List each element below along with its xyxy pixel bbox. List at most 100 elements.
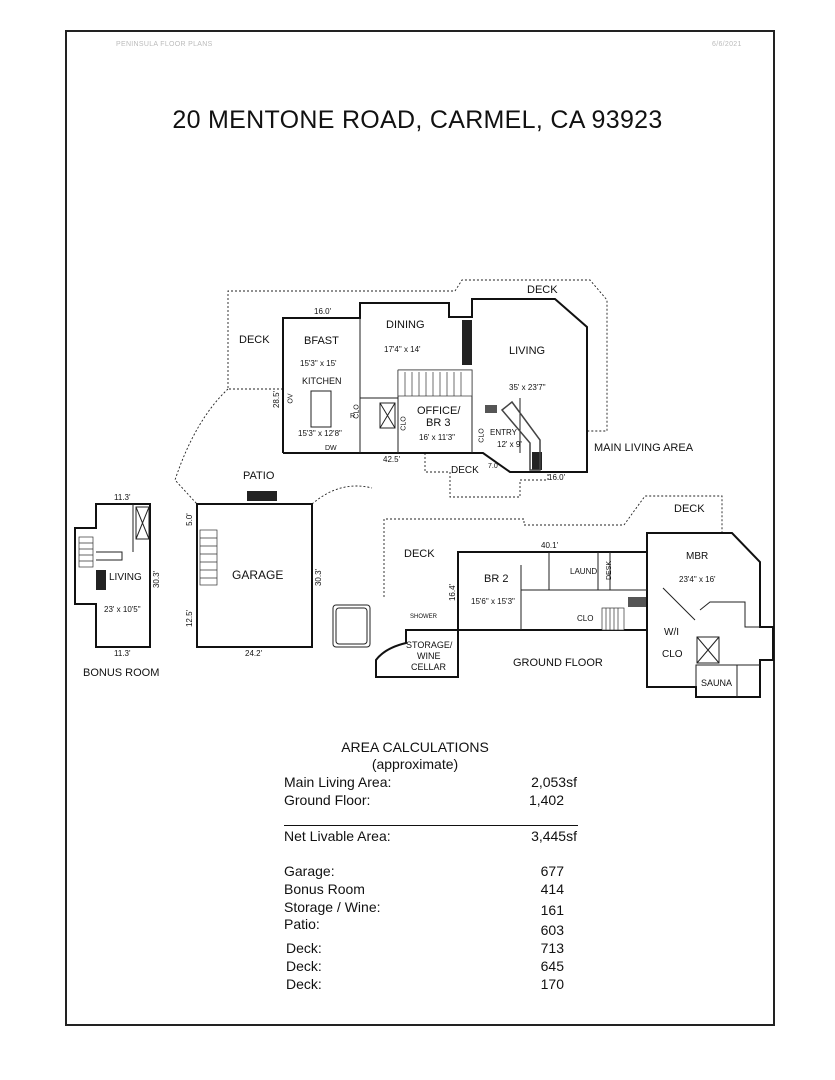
walls — [74, 298, 774, 698]
area-label: Garage: — [284, 863, 335, 879]
ground-deck-right-label: DECK — [674, 503, 705, 515]
ground-floor-label: GROUND FLOOR — [513, 657, 603, 669]
date: 6/6/2021 — [712, 41, 742, 48]
deck-outlines — [174, 279, 723, 597]
area-row: Patio:603 — [284, 916, 564, 938]
area-value: 1,402 — [528, 792, 564, 808]
walk-in-label: W/I — [664, 627, 679, 638]
closet-label: CLO — [478, 428, 486, 443]
total-rule — [284, 825, 578, 826]
counter — [500, 400, 541, 471]
bfast-label: BFAST — [304, 335, 339, 347]
kitchen-size: 15'3" x 12'8" — [298, 429, 342, 438]
entry-size: 12' x 9' — [497, 440, 522, 449]
closet-label: CLO — [577, 614, 594, 623]
area-label: Main Living Area: — [284, 774, 392, 790]
sauna-label: SAUNA — [701, 678, 733, 688]
kitchen-label: KITCHEN — [302, 376, 342, 386]
net-area-row: Net Livable Area: 3,445sf — [284, 828, 577, 844]
br2-label: BR 2 — [484, 573, 509, 585]
area-label: Deck: — [286, 976, 322, 992]
garage-dim-left-bottom: 12.5' — [185, 609, 195, 628]
stairs — [78, 369, 625, 631]
dim-door: 7.0' — [488, 463, 500, 470]
br2-size: 15'6" x 15'3" — [471, 597, 515, 606]
laundry-label: LAUND — [570, 567, 598, 576]
walk-in-closet-label: CLO — [662, 649, 683, 660]
patio-label: PATIO — [243, 470, 275, 482]
area-value: 677 — [540, 863, 564, 879]
fireplaces — [96, 320, 646, 607]
bonus-dim-right: 30.3' — [152, 570, 162, 589]
area-label: Ground Floor: — [284, 792, 371, 808]
dishwasher-label: DW — [325, 445, 337, 452]
main-deck-left-label: DECK — [239, 334, 270, 346]
area-value: 170 — [540, 976, 564, 992]
office-size: 16' x 11'3" — [419, 433, 455, 442]
bonus-room-label: BONUS ROOM — [83, 667, 160, 679]
area-label: Deck: — [286, 958, 322, 974]
area-row: Storage / Wine: 161 — [284, 899, 564, 918]
area-row: Bonus Room 414 — [284, 881, 564, 897]
cellar-label: CELLAR — [411, 662, 447, 672]
company-name: PENINSULA FLOOR PLANS — [116, 41, 213, 48]
dim-top: 16.0' — [314, 307, 332, 316]
living-size: 35' x 23'7" — [509, 383, 546, 392]
area-value: 2,053sf — [531, 774, 577, 790]
oven-label: OV — [287, 393, 295, 404]
desk-label: DESK — [606, 560, 614, 581]
main-deck-top-label: DECK — [527, 284, 558, 296]
area-label: Bonus Room — [284, 881, 365, 897]
area-label: Deck: — [286, 940, 322, 956]
area-row: Garage: 677 — [284, 863, 564, 879]
shower-label: SHOWER — [410, 614, 437, 620]
garage-dim-right: 30.3' — [314, 568, 324, 587]
ground-deck-left-label: DECK — [404, 548, 435, 560]
main-living-area-label: MAIN LIVING AREA — [594, 442, 694, 454]
garage-dim-left-top: 5.0' — [184, 513, 194, 526]
area-value: 713 — [540, 940, 564, 956]
area-label: Net Livable Area: — [284, 828, 391, 844]
area-label: Storage / Wine: — [284, 899, 381, 915]
area-row: Deck: 713 — [286, 940, 564, 956]
office-label: OFFICE/ — [417, 405, 461, 417]
br3-label: BR 3 — [426, 417, 451, 429]
wine-label: WINE — [417, 651, 441, 661]
area-value: 3,445sf — [531, 828, 577, 844]
living-label: LIVING — [509, 345, 546, 357]
area-value: 161 — [540, 902, 564, 918]
dim-top: 40.1' — [541, 541, 559, 550]
dim-bottom: 42.5' — [383, 455, 401, 464]
area-row: Deck: 170 — [286, 976, 564, 992]
garage-label: GARAGE — [232, 568, 284, 582]
mbr-label: MBR — [686, 551, 709, 562]
area-label: Patio: — [284, 916, 320, 932]
entry-label: ENTRY — [490, 428, 517, 437]
page-title: 20 MENTONE ROAD, CARMEL, CA 93923 — [172, 106, 663, 134]
dim-left: 28.5' — [272, 390, 282, 409]
closet-label: CLO — [400, 416, 408, 431]
dining-label: DINING — [386, 319, 425, 331]
page-border — [65, 30, 775, 1026]
dim-right-bottom: 16.0' — [548, 473, 566, 482]
bonus-living-label: LIVING — [109, 572, 142, 583]
garage-dim-bottom: 24.2' — [245, 649, 263, 658]
area-calc-title: AREA CALCULATIONS — [341, 739, 489, 755]
bonus-dim-bottom: 11.3' — [114, 649, 131, 658]
area-value: 645 — [540, 958, 564, 974]
dining-size: 17'4" x 14' — [384, 345, 421, 354]
bfast-size: 15'3" x 15' — [300, 359, 337, 368]
dim-left: 16.4' — [448, 583, 458, 602]
bonus-living-size: 23' x 10'5" — [104, 605, 141, 614]
area-value: 414 — [540, 881, 564, 897]
bonus-dim-top: 11.3' — [114, 493, 131, 502]
refrigerator-label: R — [350, 413, 356, 420]
area-row: Main Living Area: 2,053sf — [284, 774, 577, 790]
mbr-size: 23'4" x 16' — [679, 575, 716, 584]
storage-label: STORAGE/ — [406, 640, 453, 650]
area-row: Ground Floor: 1,402 — [284, 792, 564, 808]
main-deck-bottom-label: DECK — [451, 465, 479, 476]
area-row: Deck: 645 — [286, 958, 564, 974]
area-calc-subtitle: (approximate) — [371, 756, 459, 772]
